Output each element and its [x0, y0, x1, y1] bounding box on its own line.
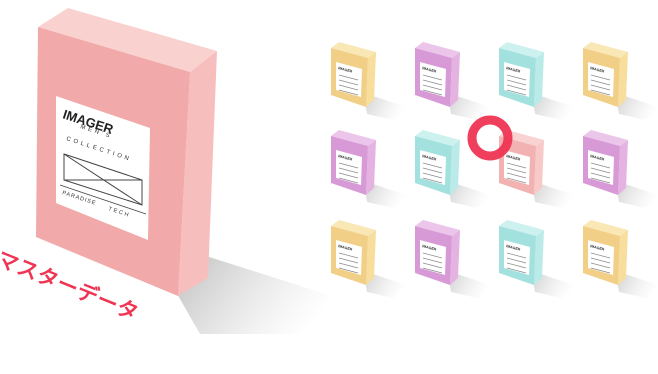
- data-box-yellow: IMAGER: [331, 42, 409, 120]
- data-box-cyan: IMAGER: [499, 220, 577, 298]
- data-box-cyan: IMAGER: [415, 130, 493, 208]
- data-box-cyan: IMAGER: [499, 42, 577, 120]
- data-box-purple: IMAGER: [415, 220, 493, 298]
- data-box-purple: IMAGER: [583, 130, 658, 208]
- data-box-yellow: IMAGER: [583, 220, 658, 298]
- data-box-purple: IMAGER: [331, 130, 409, 208]
- data-box-purple: IMAGER: [415, 42, 493, 120]
- data-box-yellow: IMAGER: [583, 42, 658, 120]
- data-box-yellow: IMAGER: [331, 220, 409, 298]
